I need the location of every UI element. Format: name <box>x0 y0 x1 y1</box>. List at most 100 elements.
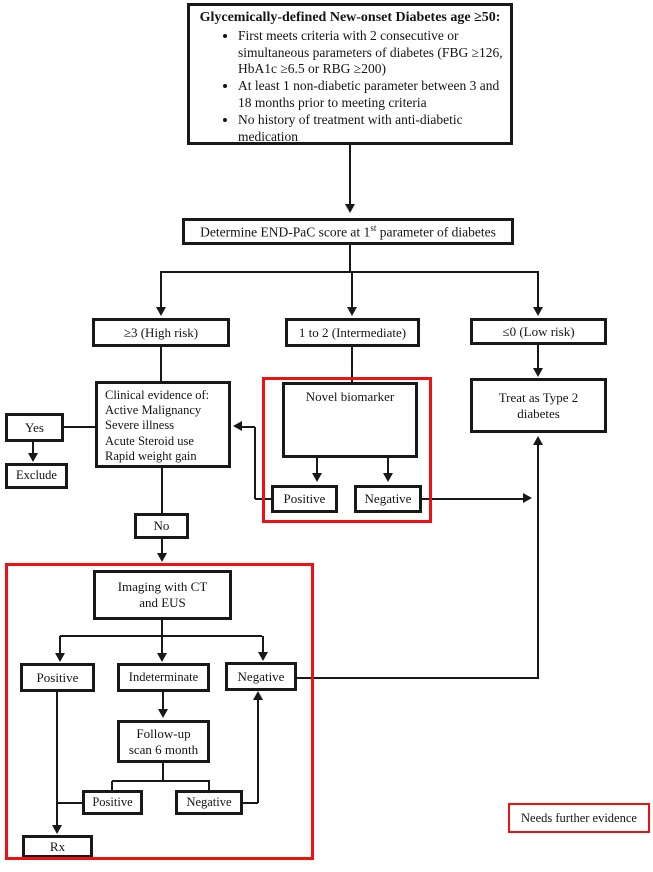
criteria-item: No history of treatment with anti-diabet… <box>238 112 504 145</box>
flow-line-to-high <box>160 272 162 308</box>
biomarker-negative-box: Negative <box>354 485 422 513</box>
clinical-evidence-box: Clinical evidence of: Active Malignancy … <box>95 381 231 468</box>
followup-negative-box: Negative <box>175 790 243 815</box>
flow-line-to-low <box>537 272 539 308</box>
flow-line-start-determine <box>349 145 351 207</box>
flow-line-to-indeterminate <box>161 636 163 654</box>
determine-score-text: Determine END-PaC score at 1st parameter… <box>200 222 496 240</box>
clinical-line: Severe illness <box>105 418 175 433</box>
flow-line-determine-split <box>349 245 351 272</box>
flow-line-fupos-left <box>57 802 82 804</box>
flow-line-to-funegative <box>208 781 210 790</box>
flow-line-to-imgnegative <box>262 636 264 653</box>
clinical-line: Rapid weight gain <box>105 448 197 463</box>
flow-line-bmneg-right <box>422 498 524 500</box>
clinical-line: Clinical evidence of: <box>105 387 210 402</box>
flow-line-followup-split <box>112 780 210 782</box>
yes-label: Yes <box>25 419 44 435</box>
flow-line-biomarker-positive <box>316 458 318 475</box>
followup-negative-label: Negative <box>186 794 232 809</box>
flow-line-to-intermediate <box>351 272 353 308</box>
flow-line-imgpos-rx <box>56 692 58 826</box>
followup-scan-box: Follow-up scan 6 month <box>117 720 210 763</box>
exclude-box: Exclude <box>5 463 68 489</box>
rx-label: Rx <box>49 838 66 854</box>
flow-line-branch-split <box>160 271 539 273</box>
flow-line-followup-down <box>162 763 164 781</box>
arrowhead-up-icon <box>253 691 263 700</box>
arrowhead-down-icon <box>533 368 543 377</box>
arrowhead-right-icon <box>523 493 532 503</box>
imaging-box: Imaging with CT and EUS <box>93 570 232 620</box>
followup-positive-box: Positive <box>82 790 143 815</box>
arrowhead-down-icon <box>28 453 38 462</box>
treat-type2-label: Treat as Type 2 diabetes <box>498 389 579 421</box>
clinical-line: Acute Steroid use <box>105 433 194 448</box>
indeterminate-box: Indeterminate <box>117 663 210 692</box>
treat-type2-box: Treat as Type 2 diabetes <box>470 378 607 433</box>
clinical-line: Active Malignancy <box>105 403 202 418</box>
determine-score-box: Determine END-PaC score at 1st parameter… <box>182 218 514 245</box>
flow-line-imgneg-right <box>297 677 539 679</box>
imaging-label: Imaging with CT and EUS <box>117 579 208 610</box>
arrowhead-down-icon <box>158 709 168 718</box>
flow-line-imaging-down <box>161 620 163 636</box>
intermediate-risk-box: 1 to 2 (Intermediate) <box>285 318 420 347</box>
flow-line-riser-treat <box>537 445 539 679</box>
biomarker-positive-box: Positive <box>271 485 338 513</box>
legend-box: Needs further evidence <box>508 803 650 833</box>
flow-line-funeg-up <box>257 700 259 803</box>
biomarker-positive-label: Positive <box>283 491 326 507</box>
imaging-positive-label: Positive <box>36 669 79 685</box>
intermediate-risk-label: 1 to 2 (Intermediate) <box>298 324 407 340</box>
arrowhead-down-icon <box>533 307 543 316</box>
criteria-item: First meets criteria with 2 consecutive … <box>238 28 504 77</box>
followup-positive-label: Positive <box>92 794 133 809</box>
flow-line-clinical-no <box>161 468 163 513</box>
high-risk-box: ≥3 (High risk) <box>92 318 230 347</box>
exclude-label: Exclude <box>16 468 57 483</box>
arrowhead-down-icon <box>312 473 322 482</box>
yes-box: Yes <box>5 413 64 442</box>
arrowhead-down-icon <box>347 307 357 316</box>
flow-line-yes-exclude <box>32 442 34 455</box>
flow-line-biomarker-negative <box>387 458 389 475</box>
criteria-item: At least 1 non-diabetic parameter betwee… <box>238 78 504 111</box>
arrowhead-down-icon <box>258 652 268 661</box>
imaging-negative-label: Negative <box>237 668 285 684</box>
arrowhead-down-icon <box>52 825 62 834</box>
flow-line-intermediate-biomarker <box>351 347 353 382</box>
indeterminate-label: Indeterminate <box>128 669 199 684</box>
flow-line-yes-clinical <box>64 426 95 428</box>
arrowhead-left-icon <box>233 421 242 431</box>
followup-scan-label: Follow-up scan 6 month <box>128 725 199 757</box>
arrowhead-down-icon <box>157 553 167 562</box>
flow-line-low-treat <box>537 345 539 370</box>
arrowhead-down-icon <box>55 653 65 662</box>
flow-line-funeg-right <box>243 802 258 804</box>
imaging-highlight-red-box <box>5 563 314 860</box>
arrowhead-up-icon <box>533 436 543 445</box>
novel-biomarker-box: Novel biomarker <box>282 382 418 458</box>
flow-line-to-fupositive <box>111 781 113 790</box>
flow-line-indet-followup <box>162 692 164 710</box>
high-risk-label: ≥3 (High risk) <box>123 324 199 340</box>
low-risk-box: ≤0 (Low risk) <box>470 318 607 345</box>
rx-box: Rx <box>22 835 93 858</box>
no-box: No <box>134 513 189 539</box>
imaging-positive-box: Positive <box>20 663 95 692</box>
flow-line-bmpos-left <box>242 426 255 428</box>
flow-line-high-clinical <box>160 347 162 381</box>
biomarker-negative-label: Negative <box>364 491 412 507</box>
arrowhead-down-icon <box>345 204 355 213</box>
no-label: No <box>153 518 170 534</box>
arrowhead-down-icon <box>157 653 167 662</box>
arrowhead-down-icon <box>156 307 166 316</box>
legend-label: Needs further evidence <box>521 810 637 825</box>
flow-line-no-imaging <box>161 539 163 555</box>
biomarker-highlight-red-box <box>262 377 432 523</box>
flow-line-to-imgpositive <box>59 636 61 654</box>
start-criteria-title: Glycemically-defined New-onset Diabetes … <box>199 10 501 25</box>
flow-line-bmpos-up <box>254 427 256 499</box>
